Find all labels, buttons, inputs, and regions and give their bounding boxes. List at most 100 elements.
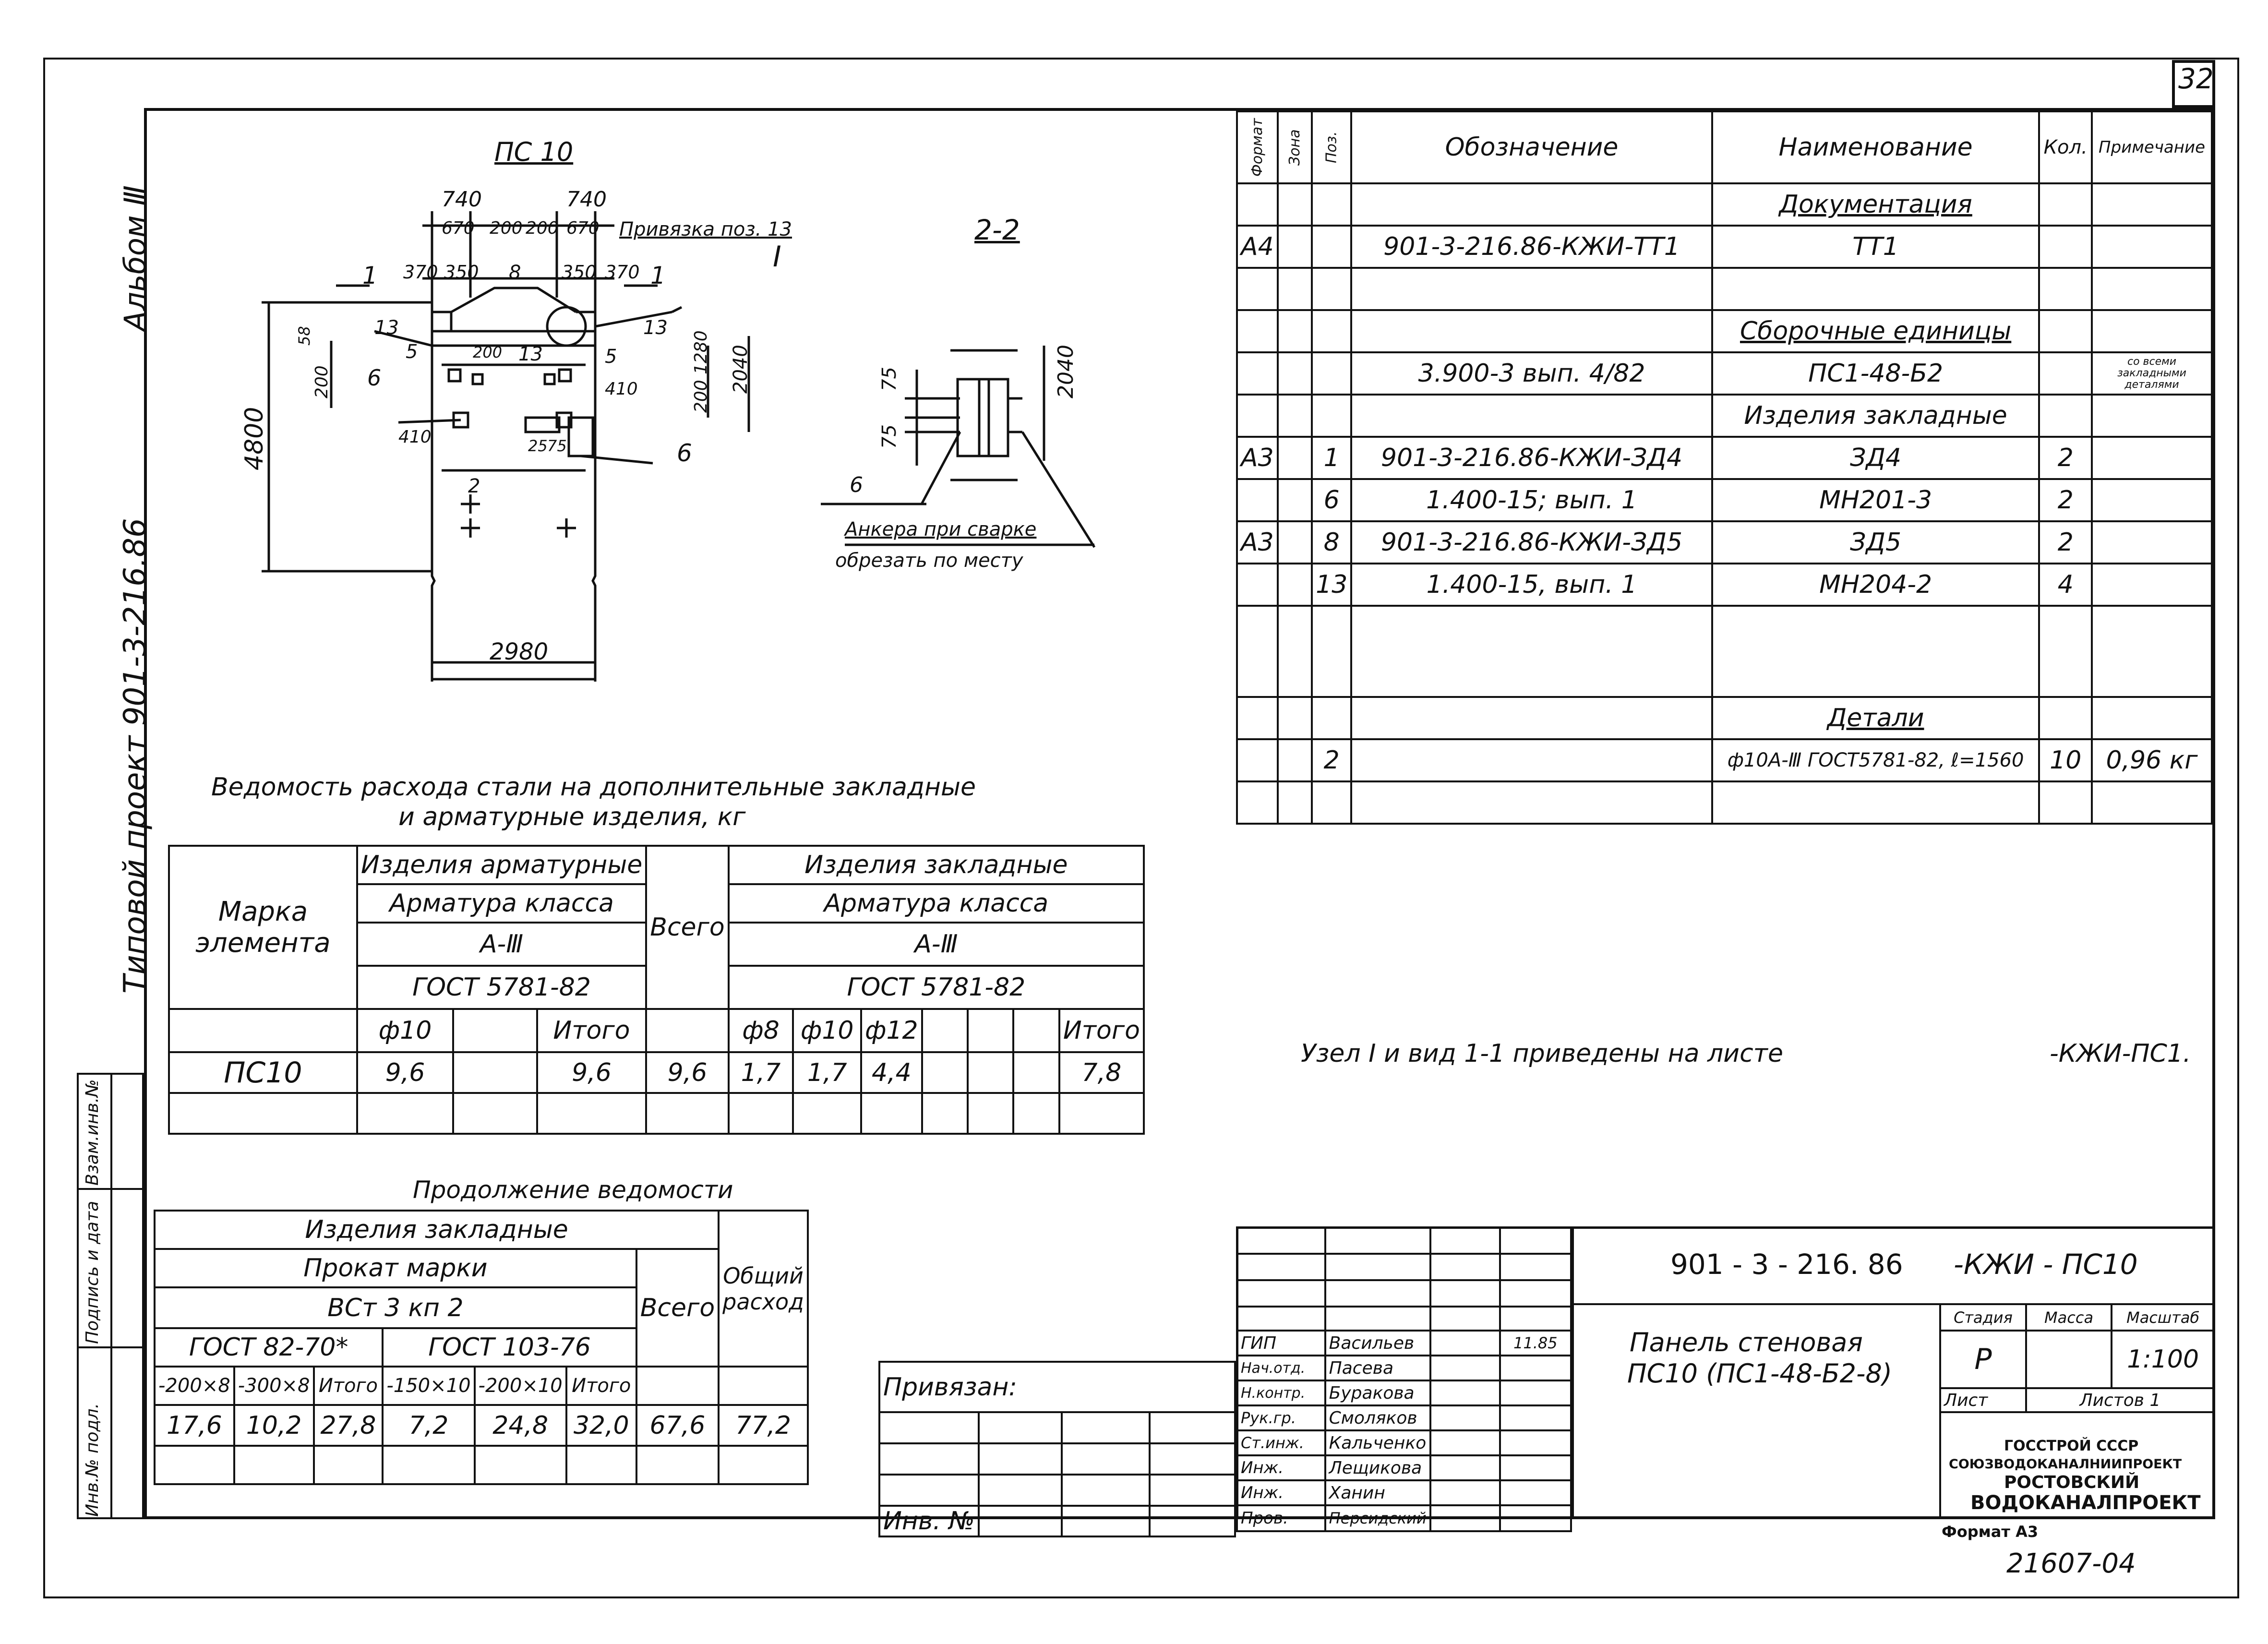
- header-general: Общий расход: [718, 1210, 809, 1368]
- section-dim: 75: [878, 424, 900, 449]
- dim-label: 350: [444, 262, 479, 283]
- dim-label: 200: [691, 380, 711, 413]
- header-total: Всего: [645, 845, 730, 1010]
- inv-label: Инв. №: [878, 1505, 980, 1537]
- note-ref: -КЖИ-ПС1.: [2050, 1039, 2191, 1068]
- header-note: Примечание: [2091, 110, 2213, 184]
- section-pos: 6: [850, 473, 863, 497]
- dim-label: 200: [312, 365, 332, 398]
- steel-table: Марка элемента Изделия арматурные Всего …: [168, 845, 1145, 1135]
- header-a3: А-Ⅲ: [356, 922, 648, 967]
- scale-header: Масштаб: [2111, 1303, 2215, 1332]
- pos-label: 13: [374, 317, 399, 339]
- binding-box: Привязан: Инв. №: [878, 1361, 1236, 1537]
- header-gost1: ГОСТ 82-70*: [153, 1327, 384, 1368]
- pos-label: 13: [518, 343, 543, 365]
- sheet-number: 32: [2178, 62, 2214, 95]
- header-mark: Марка элемента: [168, 845, 358, 1010]
- continuation-title: Продолжение ведомости: [413, 1176, 733, 1204]
- scale-value: 1:100: [2111, 1330, 2215, 1389]
- header-pos: Поз.: [1312, 111, 1352, 183]
- dim-label: 200: [526, 218, 559, 238]
- dim-label: 350: [562, 262, 597, 283]
- header-emb: Изделия закладные: [153, 1210, 720, 1250]
- dim-label: 25: [528, 437, 548, 455]
- dim-label: 370: [605, 262, 640, 283]
- steel-table-title: и арматурные изделия, кг: [398, 803, 746, 831]
- pos-label: 2: [468, 475, 480, 497]
- header-emb-gost: ГОСТ 5781-82: [727, 965, 1145, 1010]
- dim-label: 2040: [730, 345, 752, 394]
- pos-label: 8: [509, 262, 521, 284]
- continuation-table: Изделия закладные Общий расход Прокат ма…: [153, 1210, 809, 1485]
- sheet-number-box: [2172, 60, 2215, 108]
- node-mark: I: [773, 240, 781, 274]
- table-row: [1236, 605, 2213, 698]
- cut-mark: 1: [650, 262, 666, 289]
- dim-label: 4800: [240, 407, 269, 470]
- table-row: [1236, 267, 2213, 311]
- sheet-label: Лист: [1939, 1387, 2027, 1413]
- header-arm-class: Арматура класса: [356, 883, 648, 924]
- product-name: Панель стеновая: [1630, 1327, 1863, 1357]
- table-row: [154, 1445, 809, 1485]
- note-text: Узел I и вид 1-1 приведены на листе: [1301, 1039, 1783, 1068]
- dim-label: 410: [398, 427, 432, 447]
- document-code: 901 - 3 - 216. 86: [1670, 1248, 1903, 1281]
- dim-label: 200: [490, 218, 523, 238]
- pos-label: 5: [605, 346, 617, 368]
- org-line-3: РОСТОВСКИЙ: [2004, 1473, 2140, 1492]
- dim-label: 370: [403, 262, 438, 283]
- steel-table-title: Ведомость расхода стали на дополнительны…: [211, 773, 976, 802]
- section-dim: 2040: [1054, 345, 1078, 398]
- header-zone: Зона: [1277, 111, 1312, 183]
- table-row: Сборочные единицы: [1236, 309, 2213, 353]
- dim-label: 410: [605, 379, 638, 399]
- header-code: Обозначение: [1350, 110, 1713, 184]
- header-rolled: Прокат марки: [154, 1248, 637, 1288]
- bottom-code: 21607-04: [2006, 1548, 2136, 1579]
- stage-header: Стадия: [1939, 1303, 2027, 1332]
- dim-label: 200: [473, 343, 503, 361]
- product-mark: ПС10 (ПС1-48-Б2-8): [1627, 1358, 1892, 1389]
- pos-label: 6: [677, 439, 692, 467]
- org-line-1: ГОССТРОЙ СССР: [2004, 1438, 2139, 1454]
- header-arm: Изделия арматурные: [356, 845, 648, 885]
- table-row: Детали: [1236, 696, 2213, 740]
- dim-label: 670: [442, 218, 475, 238]
- title-divider: [1572, 1226, 1574, 1519]
- anchor-text: Анкера при сварке: [845, 518, 1037, 540]
- header-name: Наименование: [1711, 110, 2040, 184]
- header-gost: ГОСТ 5781-82: [356, 965, 648, 1010]
- table-row: Изделия закладные: [1236, 394, 2213, 438]
- spec-table: Формат Зона Поз. Обозначение Наименовани…: [1236, 110, 2213, 825]
- anchor-text: обрезать по месту: [835, 550, 1023, 572]
- header-emb: Изделия закладные: [727, 845, 1145, 885]
- table-row: [1236, 780, 2213, 825]
- section-dim: 75: [878, 367, 900, 391]
- header-format: Формат: [1237, 111, 1278, 183]
- org-line-2: СОЮЗВОДОКАНАЛНИИПРОЕКТ: [1949, 1457, 2182, 1472]
- dim-label: 740: [442, 187, 482, 212]
- dim-label: 75: [547, 437, 567, 455]
- dim-label: 670: [566, 218, 600, 238]
- dim-label: 2980: [490, 638, 549, 665]
- header-qty: Кол.: [2038, 110, 2093, 184]
- document-code-suffix: -КЖИ - ПС10: [1954, 1248, 2138, 1281]
- org-line-4: ВОДОКАНАЛПРОЕКТ: [1970, 1492, 2201, 1514]
- header-grade: ВСт 3 кп 2: [154, 1286, 637, 1329]
- header-emb-class: Арматура класса: [727, 883, 1145, 924]
- header-gost2: ГОСТ 103-76: [382, 1327, 637, 1368]
